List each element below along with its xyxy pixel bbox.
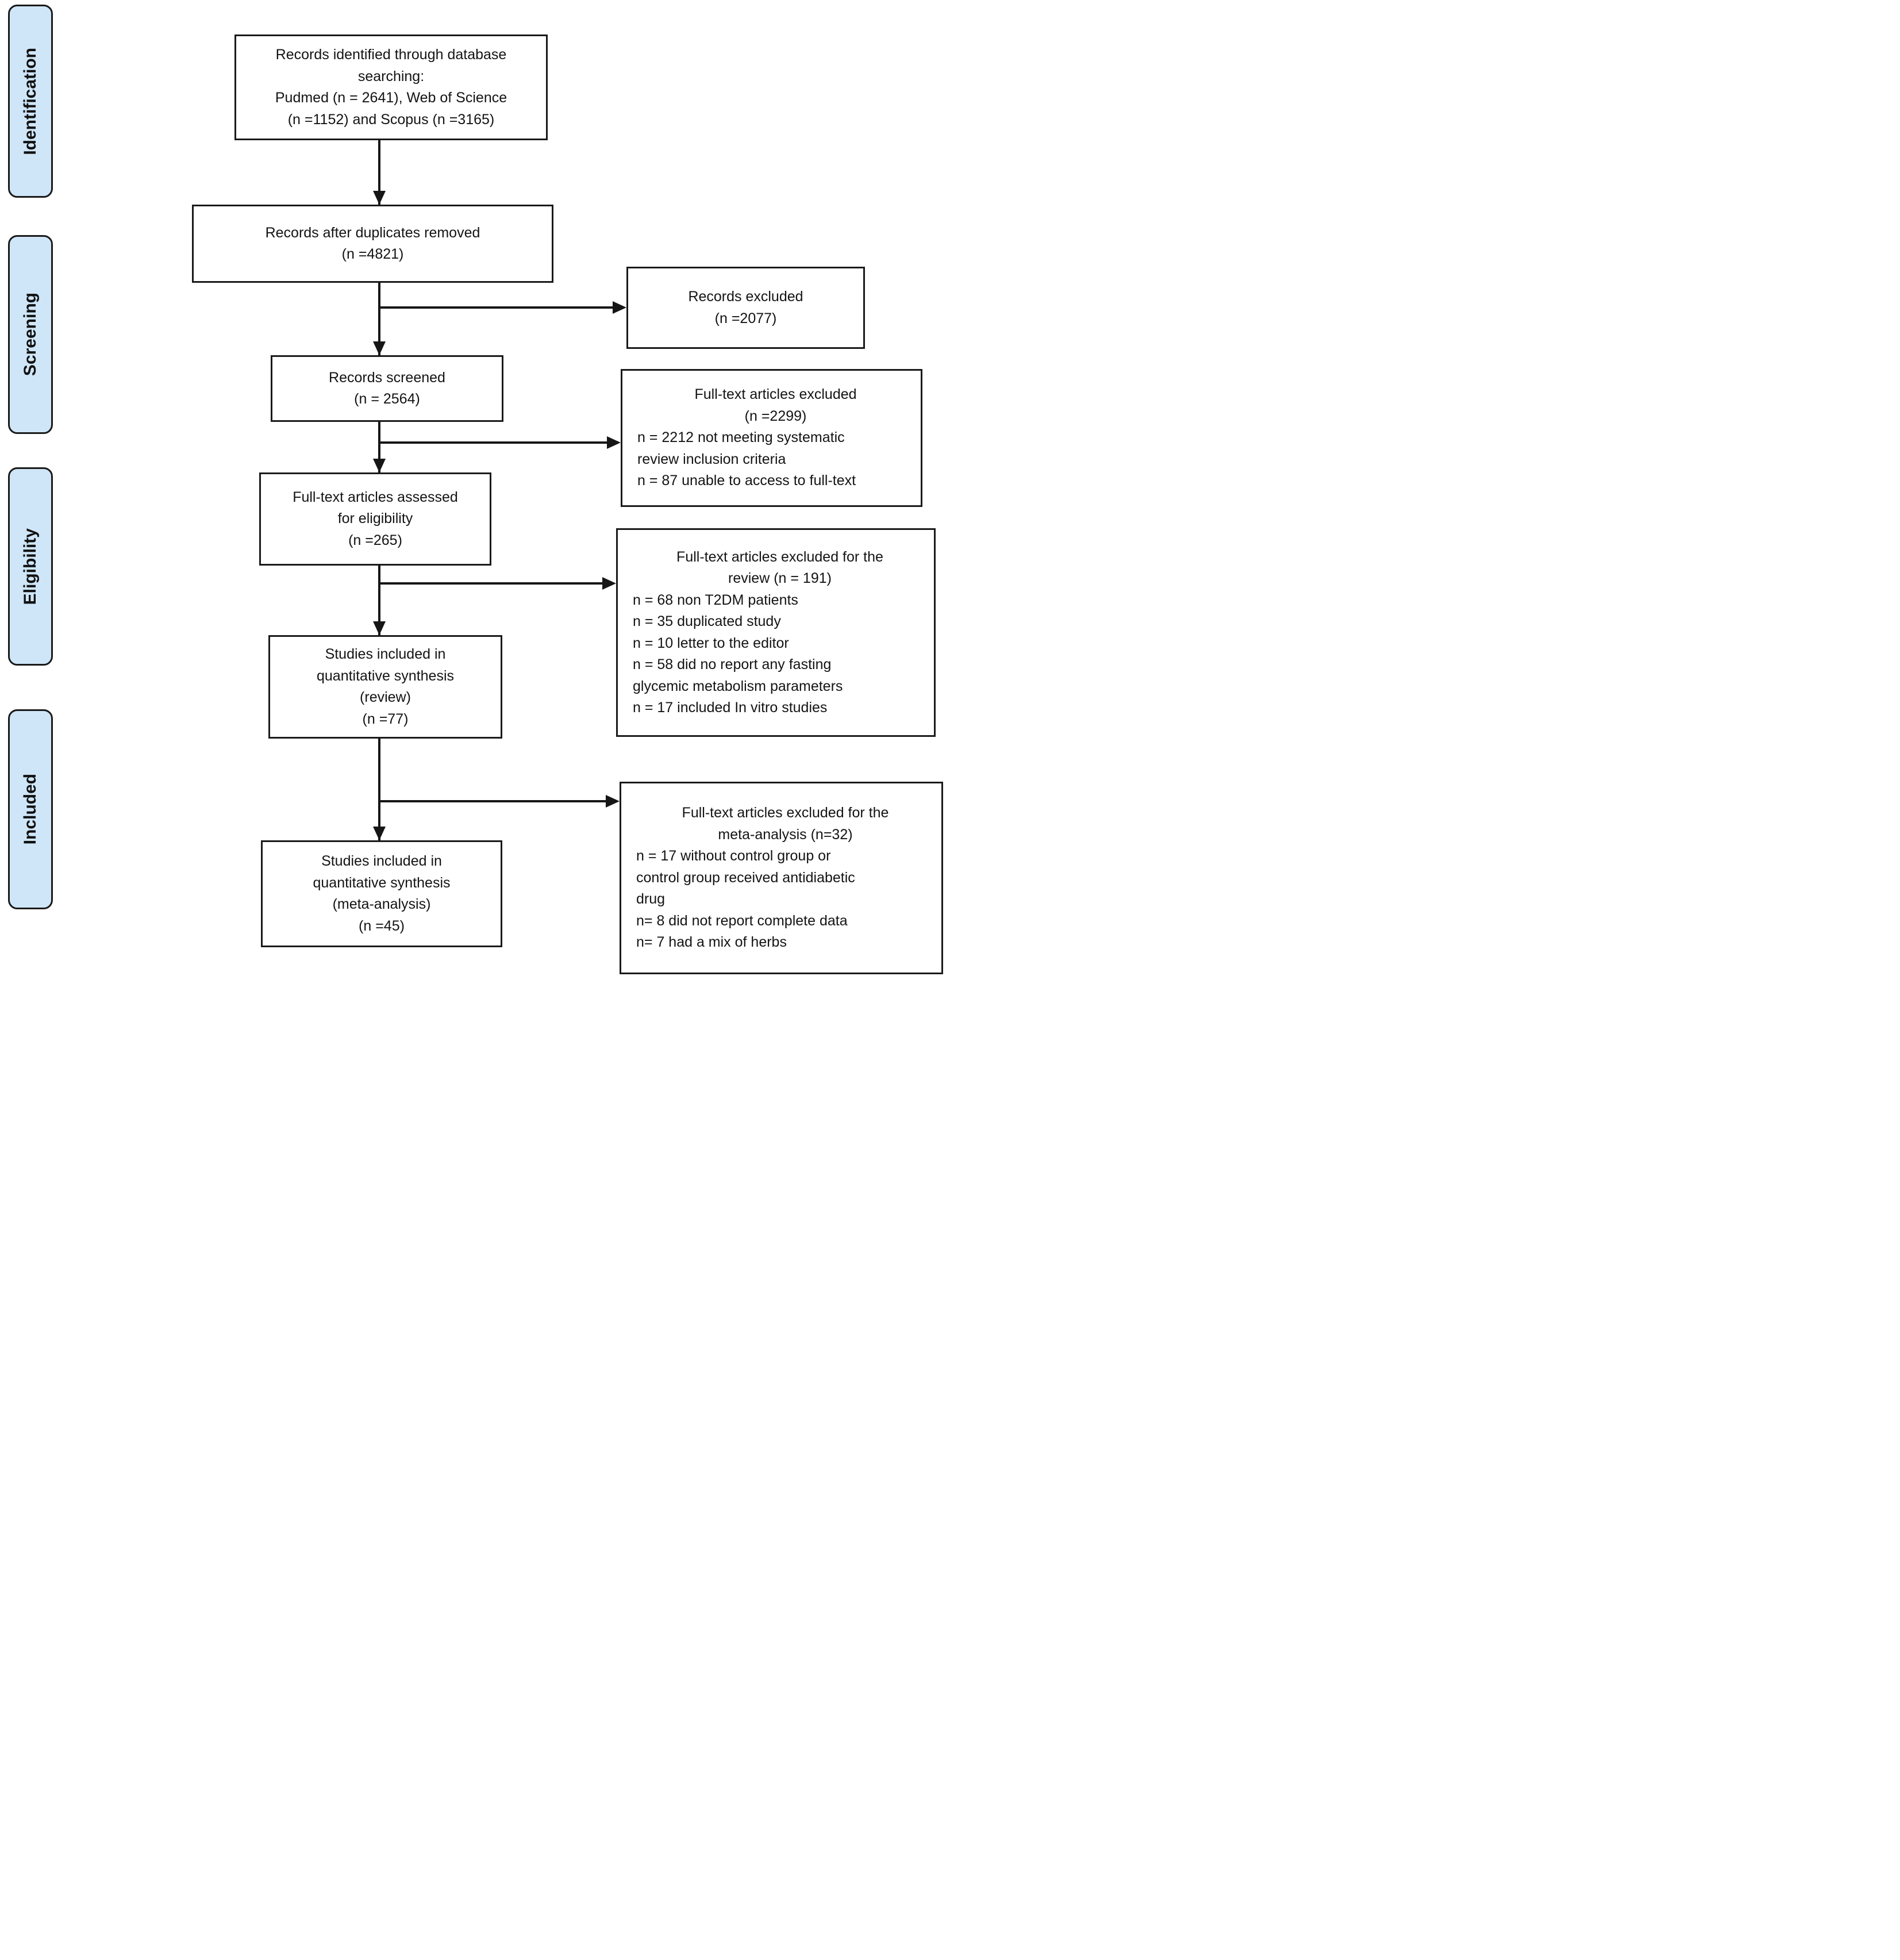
exclusion-reason: n = 68 non T2DM patients [633,591,798,608]
exclusion-reason: n = 2212 not meeting systematic review i… [637,429,845,467]
box-text-line: (n = 2564) [354,391,420,407]
stage-tab-identification: Identification [8,5,53,198]
box-fulltext-assessed: Full-text articles assessed for eligibil… [259,472,491,566]
box-text-line: Records after duplicates removed [265,224,480,241]
box-title-line: meta-analysis (n=32) [718,826,853,843]
exclusion-reason: n = 35 duplicated study [633,613,781,629]
arrowhead-down-icon [373,621,386,635]
arrow-line-to-excluded-review [379,582,602,585]
exclusion-reason: n = 17 without control group or control … [636,848,855,908]
box-text-line: (review) [360,689,411,705]
exclusion-reason: n = 87 unable to access to full-text [637,472,856,489]
box-text-line: Studies included in [321,853,442,869]
box-text-line: (meta-analysis) [332,896,431,912]
arrowhead-down-icon [373,459,386,472]
box-text-line: (n =4821) [341,246,404,262]
box-text-line: Records screened [329,369,445,386]
box-title-line: Full-text articles excluded [694,386,857,403]
box-text-line: (n =77) [362,710,409,727]
box-title-line: (n =2299) [744,408,807,424]
box-excluded-for-review: Full-text articles excluded for the revi… [616,528,936,737]
box-text-line: Records excluded [688,289,803,305]
exclusion-reason: n= 8 did not report complete data [636,912,848,929]
exclusion-reason-list: n = 68 non T2DM patients n = 35 duplicat… [633,590,889,719]
box-text-line: (n =1152) and Scopus (n =3165) [287,111,495,128]
box-records-excluded: Records excluded (n =2077) [626,267,865,349]
exclusion-reason: n= 7 had a mix of herbs [636,934,787,951]
exclusion-reason-list: n = 2212 not meeting systematic review i… [637,427,879,492]
box-fulltext-excluded: Full-text articles excluded (n =2299) n … [621,369,922,507]
exclusion-reason: n = 17 included In vitro studies [633,700,828,716]
stage-label: Identification [21,47,40,155]
arrow-line-assessed-to-review [378,566,380,635]
box-text-line: quantitative synthesis [313,874,451,891]
exclusion-reason-list: n = 17 without control group or control … [636,846,878,954]
arrow-line-review-to-meta [378,739,380,840]
arrow-line-to-fulltext-excluded [379,441,607,444]
arrowhead-right-icon [613,301,626,314]
box-text-line: for eligibility [337,510,413,527]
arrow-line-screened-to-assessed [378,422,380,472]
box-text-line: (n =45) [359,917,405,934]
arrowhead-down-icon [373,191,386,205]
stage-label: Included [21,774,40,845]
box-title-line: Full-text articles excluded for the [676,548,883,565]
box-title-line: review (n = 191) [728,570,832,586]
stage-label: Eligibility [21,528,40,605]
arrow-line-duplicates-to-screened [378,283,380,355]
box-duplicates-removed: Records after duplicates removed (n =482… [192,205,553,283]
box-included-meta-analysis: Studies included in quantitative synthes… [261,840,502,947]
arrow-line-to-excluded-meta [379,800,606,802]
stage-tab-screening: Screening [8,235,53,434]
box-text-line: (n =2077) [714,310,777,326]
box-text-line: Pudmed (n = 2641), Web of Science [275,90,507,106]
arrowhead-right-icon [602,577,616,590]
box-text-line: (n =265) [348,532,402,548]
box-text-line: Studies included in [325,646,446,662]
stage-tab-included: Included [8,709,53,909]
arrowhead-down-icon [373,341,386,355]
stage-label: Screening [21,293,40,376]
box-included-review: Studies included in quantitative synthes… [268,635,502,739]
arrowhead-right-icon [606,795,620,808]
exclusion-reason: n = 10 letter to the editor [633,635,789,651]
box-records-screened: Records screened (n = 2564) [271,355,503,422]
box-text-line: Full-text articles assessed [293,489,458,505]
stage-tab-eligibility: Eligibility [8,467,53,666]
box-text-line: Records identified through database [275,47,507,63]
box-excluded-for-meta-analysis: Full-text articles excluded for the meta… [620,782,943,974]
box-records-identified: Records identified through database sear… [234,34,548,140]
box-title-line: Full-text articles excluded for the [682,805,889,821]
exclusion-reason: n = 58 did no report any fasting glycemi… [633,656,843,694]
prisma-flow-diagram: Identification Screening Eligibility Inc… [0,0,950,980]
arrowhead-right-icon [607,436,621,449]
arrow-line-to-records-excluded [379,306,613,309]
box-text-line: searching: [357,68,425,84]
box-text-line: quantitative synthesis [316,667,455,684]
arrow-line-identified-to-duplicates [378,140,380,205]
arrowhead-down-icon [373,827,386,840]
